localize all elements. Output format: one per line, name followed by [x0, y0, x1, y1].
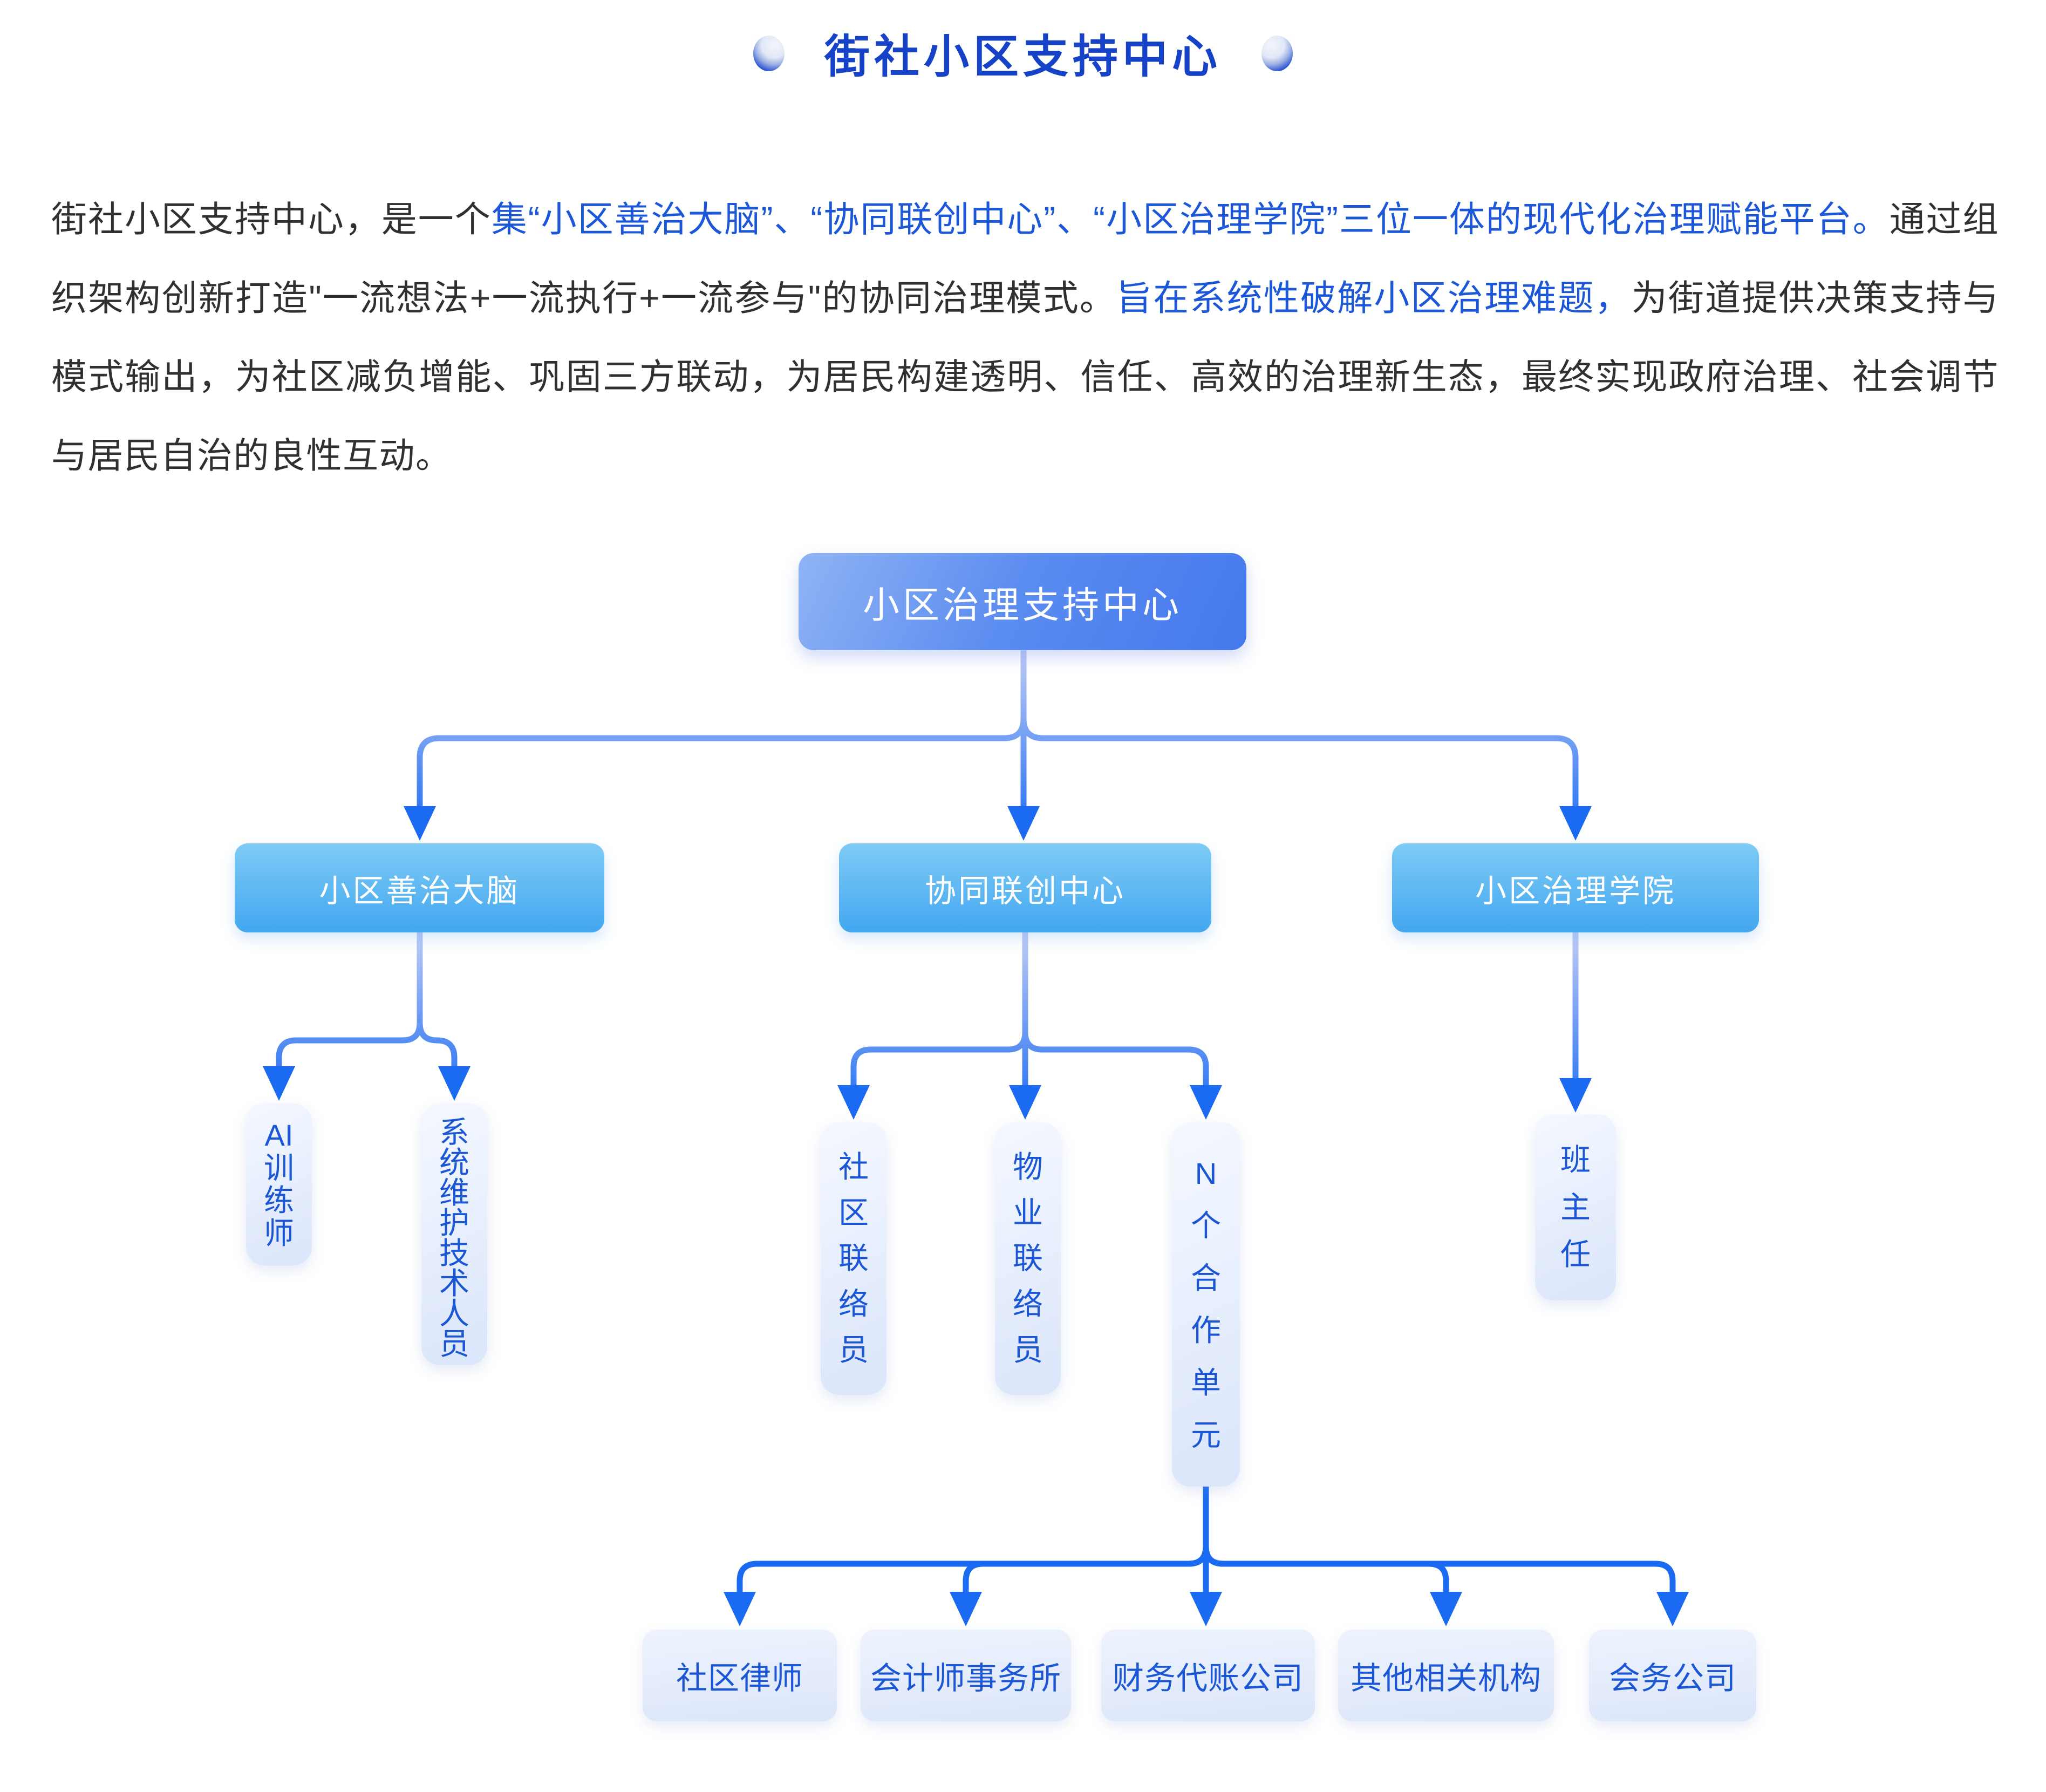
vertical-label-char: 系 [439, 1115, 469, 1149]
vertical-label-char: 员 [439, 1327, 469, 1361]
vertical-label-char: 业 [1013, 1195, 1043, 1230]
vertical-label-char: 主 [1560, 1190, 1591, 1224]
node-bookkeeping-company: 财务代账公司 [1101, 1630, 1315, 1721]
node-governance-brain: 小区善治大脑 [235, 843, 604, 932]
intro-segment: 街社小区支持中心，是一个 [51, 199, 492, 239]
intro-segment: 为街道提供决策支持与模式输出，为社区减负增能、巩固三方联动，为居民构建透明、信任… [51, 278, 1999, 475]
vertical-label-char: 物 [1013, 1149, 1043, 1184]
node-co-creation-center: 协同联创中心 [839, 843, 1211, 932]
vertical-label-char: 元 [1191, 1418, 1221, 1452]
vertical-label-char: 术 [439, 1266, 469, 1300]
vertical-label-char: 区 [838, 1195, 869, 1230]
vertical-label-char: 作 [1191, 1313, 1221, 1347]
vertical-label-char: 统 [439, 1146, 469, 1180]
title-dot-right-icon [1261, 35, 1293, 71]
vertical-label-char: 护 [439, 1206, 469, 1240]
vertical-label-char: 员 [838, 1333, 869, 1367]
title-dot-left-icon [753, 35, 785, 71]
vertical-label-char: 社 [838, 1149, 869, 1184]
node-community-lawyer: 社区律师 [643, 1630, 837, 1721]
vertical-label-char: 员 [1013, 1333, 1043, 1367]
node-accounting-firm: 会计师事务所 [861, 1630, 1071, 1721]
vertical-label-char: 人 [439, 1297, 469, 1331]
vertical-label-char: AI [264, 1118, 294, 1152]
node-community-liaison: 社区联络员 [821, 1122, 886, 1395]
intro-segment-highlight: 旨在系统性破解小区治理难题， [1116, 278, 1632, 318]
vertical-label-char: 维 [439, 1176, 469, 1210]
vertical-label-char: N [1195, 1156, 1217, 1190]
node-root: 小区治理支持中心 [799, 553, 1246, 650]
vertical-label-char: 络 [838, 1287, 869, 1321]
page-title: 街社小区支持中心 [824, 31, 1222, 82]
node-governance-academy: 小区治理学院 [1392, 843, 1759, 932]
intro-paragraph: 街社小区支持中心，是一个集“小区善治大脑”、“协同联创中心”、“小区治理学院”三… [51, 180, 1999, 495]
node-head-teacher: 班主任 [1535, 1114, 1616, 1300]
vertical-label-char: 络 [1013, 1287, 1043, 1321]
vertical-label-char: 技 [439, 1236, 469, 1270]
vertical-label-char: 班 [1560, 1143, 1591, 1177]
node-conference-company: 会务公司 [1589, 1630, 1756, 1721]
vertical-label-char: 单 [1191, 1366, 1221, 1400]
vertical-label-char: 练 [264, 1183, 294, 1218]
node-system-maintainer: 系统维护技术人员 [421, 1103, 487, 1365]
vertical-label-char: 训 [264, 1150, 294, 1185]
vertical-label-char: 合 [1191, 1261, 1221, 1295]
title-bar: 街社小区支持中心 [0, 21, 2046, 86]
vertical-label-char: 联 [1013, 1241, 1043, 1276]
vertical-label-char: 师 [264, 1216, 294, 1251]
vertical-label-char: 个 [1191, 1209, 1221, 1243]
intro-segment-highlight: 集“小区善治大脑”、“协同联创中心”、“小区治理学院”三位一体的现代化治理赋能平… [491, 199, 1890, 239]
vertical-label-char: 任 [1560, 1237, 1591, 1271]
node-property-liaison: 物业联络员 [995, 1122, 1061, 1395]
intro-segment: 通过组织架构创新打造"一流想法+一流执行+一流参与"的协同治理模式。 [51, 199, 2000, 318]
vertical-label-char: 联 [838, 1241, 869, 1276]
node-other-institutions: 其他相关机构 [1338, 1630, 1554, 1721]
